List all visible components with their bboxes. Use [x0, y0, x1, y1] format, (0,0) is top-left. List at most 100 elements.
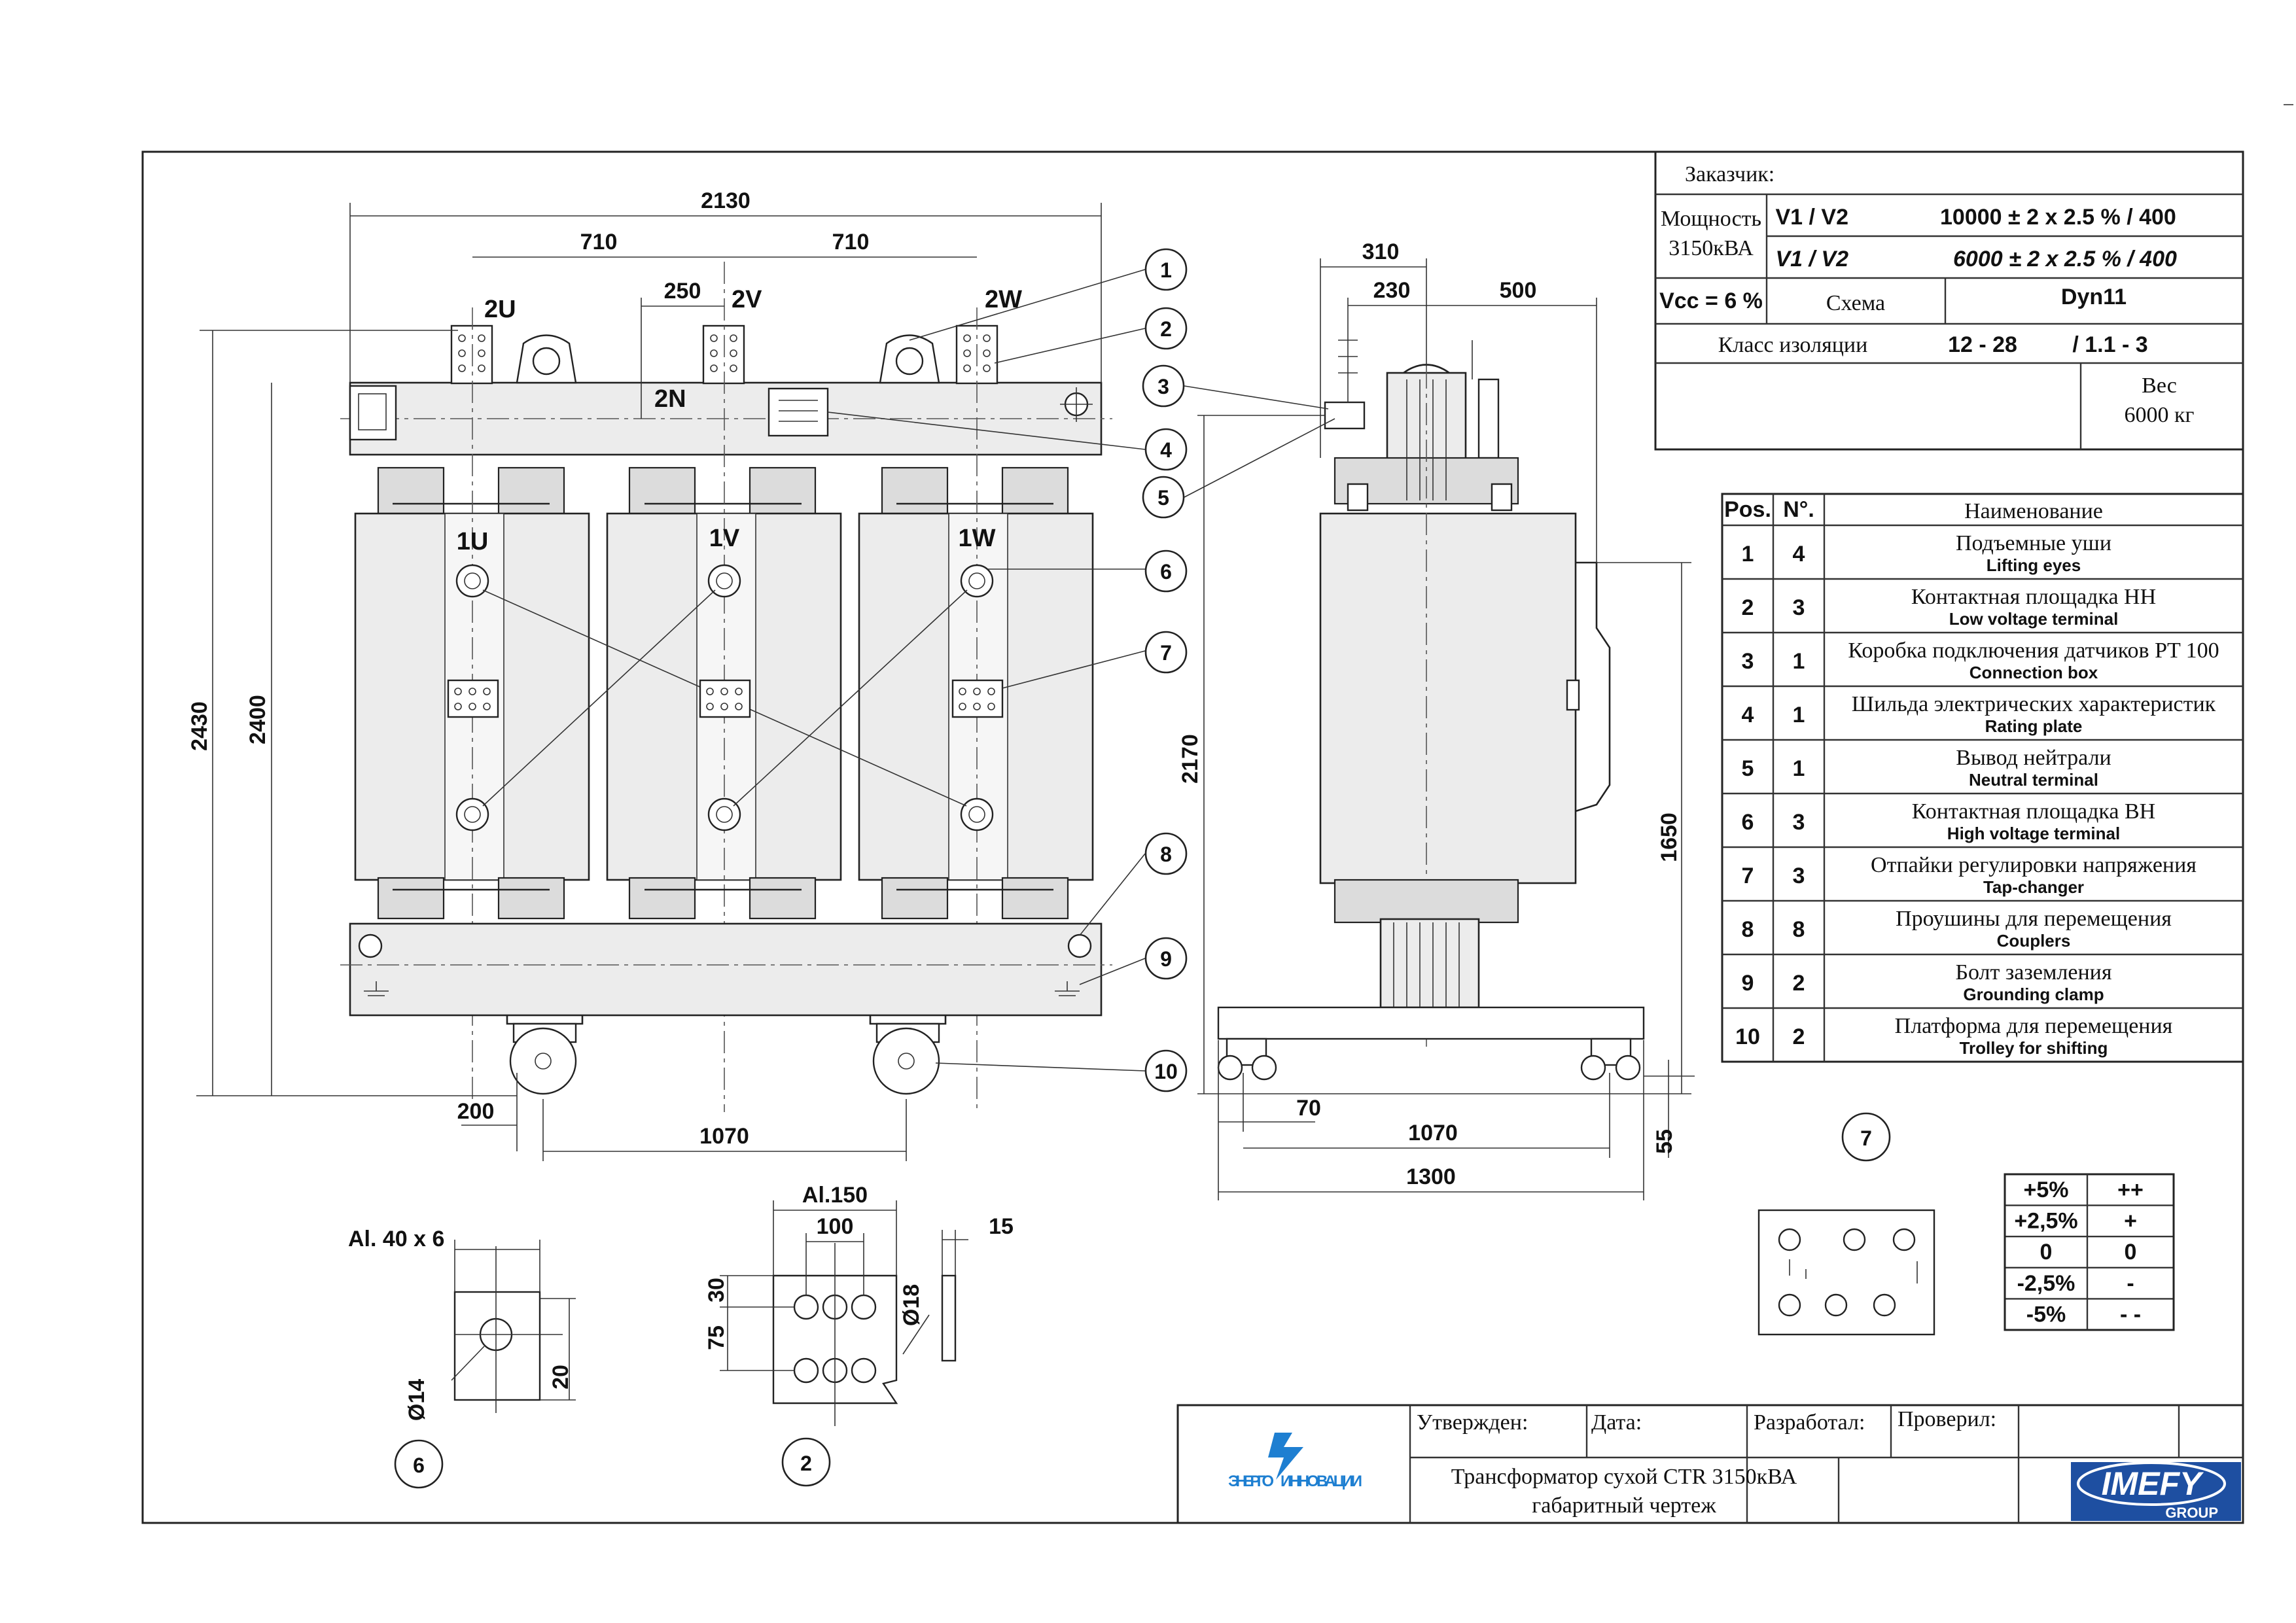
svg-text:4: 4 [1160, 438, 1172, 462]
parts-row-pos: 8 [1742, 917, 1754, 942]
svg-text:10: 10 [1154, 1060, 1178, 1083]
insulation-value-2: / 1.1 - 3 [2072, 332, 2147, 357]
drawing-title-2: габаритный чертеж [1532, 1493, 1716, 1518]
drawing-title-1: Трансформатор сухой CTR 3150кВА [1451, 1465, 1797, 1489]
lv-detail-dim15: 15 [989, 1214, 1014, 1239]
svg-text:7: 7 [1860, 1126, 1872, 1150]
parts-row-name-en: Lifting eyes [1987, 555, 2081, 575]
parts-row-name-ru: Болт заземления [1955, 960, 2111, 985]
parts-row-qty: 2 [1793, 1024, 1805, 1049]
dim-2400: 2400 [245, 695, 270, 744]
balloon-1: 1 [1144, 248, 1188, 291]
dim-250: 250 [664, 279, 701, 304]
parts-row-name-en: Tap-changer [1983, 877, 2084, 897]
balloon-9: 9 [1144, 937, 1188, 980]
parts-row-name-ru: Контактная площадка НН [1911, 585, 2156, 609]
detail-hv-terminal: Al. 40 x 6 Ø14 20 6 [348, 1227, 576, 1489]
parts-row-name-en: Rating plate [1985, 716, 2083, 736]
parts-header-name: Наименование [1964, 499, 2103, 523]
date-label: Дата: [1591, 1410, 1642, 1435]
power-label-1: Мощность [1661, 207, 1761, 231]
svg-text:9: 9 [1160, 947, 1172, 971]
dim-230: 230 [1373, 278, 1411, 303]
lv-detail-dim30: 30 [704, 1278, 729, 1302]
parts-row-name-en: Trolley for shifting [1960, 1038, 2108, 1058]
parts-row-name-ru: Вывод нейтрали [1956, 746, 2111, 770]
hv-detail-material: Al. 40 x 6 [348, 1227, 444, 1251]
label-2u: 2U [484, 296, 516, 323]
balloon-6: 6 [1144, 550, 1188, 593]
developed-label: Разработал: [1754, 1410, 1865, 1435]
svg-text:2: 2 [1160, 317, 1172, 341]
parts-row-name-ru: Подъемные уши [1956, 531, 2111, 555]
dim-2130: 2130 [701, 188, 751, 213]
voltage-row2-label: V1 / V2 [1775, 247, 1848, 271]
imefy-logo: IMEFY GROUP [2071, 1461, 2241, 1521]
parts-row-name-ru: Шильда электрических характеристик [1852, 692, 2216, 716]
svg-text:1: 1 [1160, 258, 1172, 282]
energo-logo: ЭНЕРГО ИННОВАЦИИ [1228, 1433, 1362, 1490]
parts-row-pos: 5 [1742, 756, 1754, 781]
balloon-8: 8 [1144, 832, 1188, 875]
balloon-3: 3 [1142, 364, 1185, 408]
parts-row-qty: 1 [1793, 649, 1805, 674]
parts-row-name-en: High voltage terminal [1947, 824, 2120, 843]
parts-row-pos: 2 [1742, 595, 1754, 620]
weight-label: Вес [2142, 374, 2177, 398]
parts-row-name-en: Grounding clamp [1963, 985, 2104, 1004]
customer-label: Заказчик: [1685, 162, 1775, 186]
scheme-label: Схема [1826, 291, 1885, 315]
svg-text:3: 3 [1157, 375, 1169, 398]
logo-text-2: ИННОВАЦИИ [1280, 1473, 1362, 1490]
parts-row-name-ru: Контактная площадка ВН [1912, 799, 2155, 824]
power-label-2: 3150кВА [1669, 236, 1754, 260]
insulation-value-1: 12 - 28 [1948, 332, 2017, 357]
tap-row-value: +2,5% [2014, 1209, 2077, 1234]
tap-row-value: -5% [2026, 1302, 2066, 1327]
dim-2430: 2430 [187, 701, 212, 751]
dim-1650: 1650 [1657, 812, 1682, 862]
svg-text:8: 8 [1160, 843, 1172, 866]
dim-2170: 2170 [1178, 734, 1203, 784]
trolley-left [506, 1015, 584, 1095]
dim-70: 70 [1296, 1096, 1321, 1121]
dim-1070-front: 1070 [699, 1124, 749, 1149]
balloon-2: 2 [1144, 307, 1188, 350]
label-1u: 1U [457, 528, 489, 555]
label-2w: 2W [985, 286, 1022, 313]
side-coil-body [1319, 512, 1577, 884]
tap-row-value: +5% [2024, 1178, 2069, 1202]
voltage-row1-value: 10000 ± 2 x 2.5 % / 400 [1940, 205, 2176, 230]
parts-row-name-en: Connection box [1969, 663, 2098, 682]
lv-detail-hole: Ø18 [899, 1284, 924, 1326]
dim-1070-side: 1070 [1408, 1121, 1458, 1145]
dim-55: 55 [1652, 1129, 1677, 1154]
hv-detail-dim20: 20 [548, 1365, 573, 1389]
label-2v: 2V [732, 286, 762, 313]
parts-row-pos: 1 [1742, 542, 1754, 567]
checked-label: Проверил: [1898, 1407, 1996, 1431]
tap-changer-callout [1841, 1112, 1891, 1162]
dim-310: 310 [1362, 239, 1400, 264]
dim-500: 500 [1500, 278, 1537, 303]
side-view: 310 230 500 2170 1650 70 1070 1300 55 [1178, 239, 1695, 1200]
parts-row-name-ru: Коробка подключения датчиков PT 100 [1848, 638, 2219, 663]
tap-changer-boards [447, 679, 1004, 718]
parts-row-name-en: Neutral terminal [1969, 770, 2098, 790]
parts-row-name-ru: Платформа для перемещения [1895, 1014, 2173, 1038]
dim-710-right: 710 [832, 230, 870, 254]
voltage-row1-label: V1 / V2 [1775, 205, 1848, 230]
hv-detail-hole: Ø14 [404, 1379, 429, 1421]
lv-detail-dim75: 75 [704, 1325, 729, 1350]
tap-row-mark: + [2124, 1209, 2137, 1234]
dim-200: 200 [457, 1099, 495, 1124]
lv-terminal-2v [702, 324, 745, 385]
svg-text:6: 6 [413, 1454, 425, 1477]
front-view: 2U 2V 2W 2N 1U 1V 1W 2130 710 710 250 24… [187, 188, 1146, 1161]
parts-row-pos: 7 [1742, 864, 1754, 888]
svg-text:7: 7 [1160, 641, 1172, 665]
parts-row-name-en: Couplers [1997, 931, 2071, 951]
hv-detail-callout [394, 1439, 444, 1489]
parts-row-pos: 9 [1742, 971, 1754, 996]
